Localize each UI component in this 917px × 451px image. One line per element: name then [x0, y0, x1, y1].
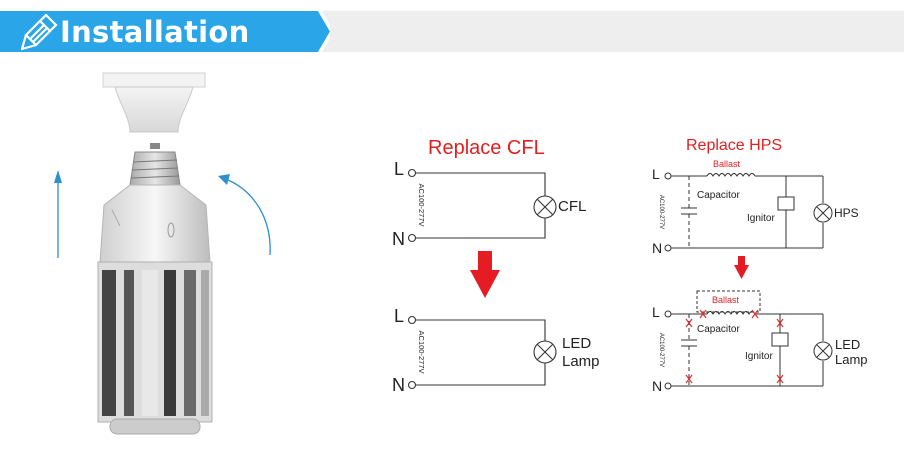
hps-after-ignitor-label: Ignitor [745, 351, 773, 362]
replace-arrow-icon [470, 251, 500, 298]
hps-before-lamp-label: HPS [834, 206, 859, 220]
cfl-after-neutral-label: N [392, 375, 405, 395]
header-tab [0, 11, 330, 52]
lamp-body [97, 261, 213, 435]
hps-before-ignitor-label: Ignitor [747, 213, 775, 224]
socket-fixture [102, 72, 206, 133]
hps-before-line-label: L [652, 166, 660, 182]
cfl-after-line-label: L [394, 306, 405, 326]
hps-after-neutral-label: N [652, 378, 663, 394]
hps-after-voltage: AC100-277V [658, 332, 664, 368]
hps-before-neutral-label: N [652, 240, 663, 256]
cfl-before-neutral-label: N [392, 229, 405, 249]
hps-before-voltage: AC100-277V [658, 194, 664, 230]
hps-before-ballast-coil [706, 173, 756, 177]
hps-after-line-label: L [652, 304, 660, 320]
lamp-bulb-icon [20, 13, 58, 51]
hps-after-lamp-label-2: Lamp [835, 352, 868, 367]
ballast-bypass-box [696, 290, 761, 313]
cfl-after-lamp-label-1: LED [562, 335, 592, 352]
cfl-title: Replace CFL [428, 137, 545, 159]
cfl-after-lamp-label-2: Lamp [562, 353, 600, 370]
cfl-before-lamp-label: CFL [558, 198, 587, 215]
hps-after-capacitor-label: Capacitor [697, 324, 740, 335]
hps-before-ballast-label: Ballast [713, 159, 741, 169]
rotate-arrow-icon [54, 170, 271, 258]
header-title: Installation [60, 15, 250, 49]
section-header: Installation [0, 0, 917, 52]
hps-after-ballast-label: Ballast [712, 295, 740, 305]
cfl-before-line-label: L [394, 159, 405, 179]
screw-base [129, 143, 181, 186]
hps-before-capacitor-label: Capacitor [697, 190, 740, 201]
cut-mark-icons [685, 309, 784, 384]
hps-after-lamp-label-1: LED [835, 337, 861, 352]
hps-title: Replace HPS [686, 137, 783, 154]
replace-arrow-icon [734, 256, 749, 279]
